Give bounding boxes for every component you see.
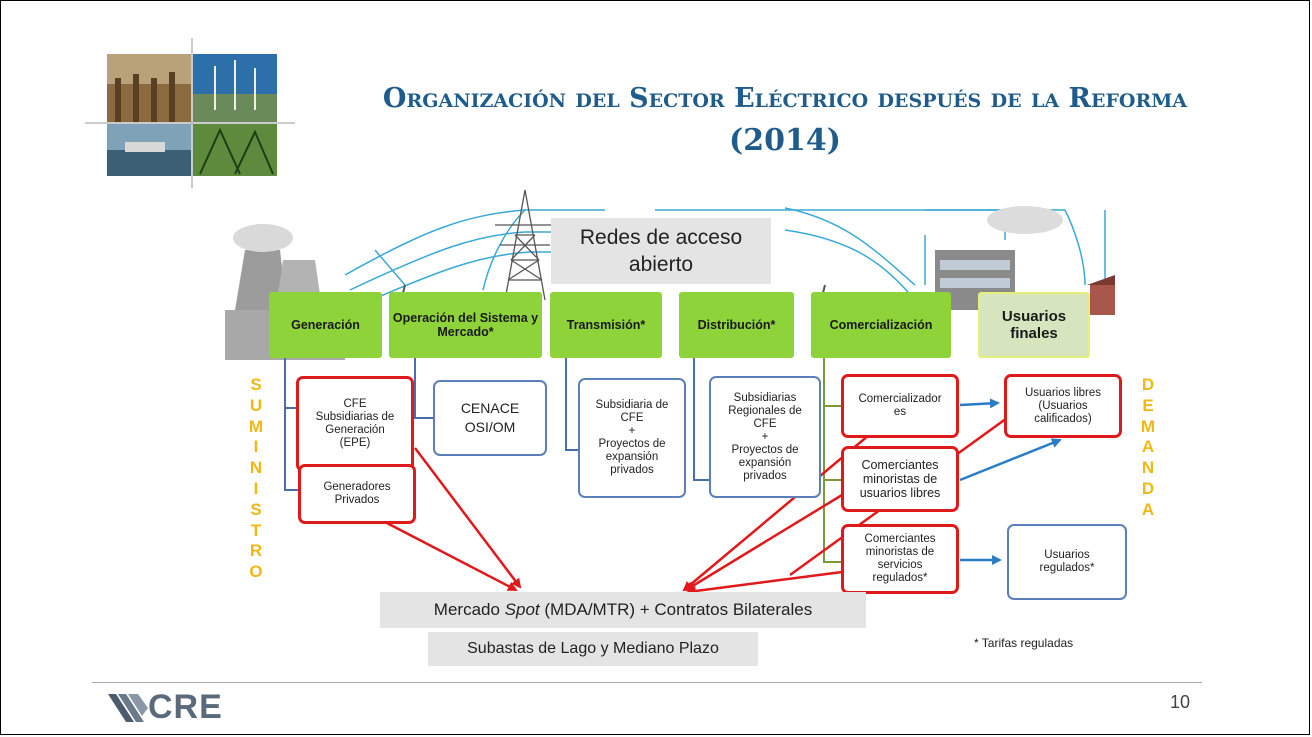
footnote: * Tarifas reguladas [974,636,1074,650]
photo-collage-icon [85,38,295,188]
page-number: 10 [1170,692,1191,712]
auctions-bar: Subastas de Lago y Mediano Plazo [428,632,758,666]
title-line-2: (2014) [729,123,841,158]
chain-label: Distribución* [697,318,776,332]
chain-operacion: Operación del Sistema y Mercado* [389,292,542,358]
chain-label: Generación [291,318,360,332]
spot-market-bar: Mercado Spot (MDA/MTR) + Contratos Bilat… [380,592,866,628]
chain-label: Usuarios finales [1001,308,1067,342]
chain-generacion: Generación [269,292,382,358]
chain-usuarios-finales: Usuarios finales [978,292,1090,358]
open-networks-label: Redes de acceso abierto [579,226,743,276]
chain-distribucion: Distribución* [679,292,794,358]
footer-divider [92,682,1202,683]
chain-label: Transmisión* [566,318,646,332]
title-line-1: Organización del Sector Eléctrico despué… [382,83,1188,114]
cre-logo-icon [108,694,148,722]
chain-label: Operación del Sistema y Mercado* [392,311,539,339]
spot-market-label: Mercado Spot (MDA/MTR) + Contratos Bilat… [433,600,813,619]
chain-label: Comercialización [829,318,933,332]
chain-comercializacion: Comercialización [811,292,951,358]
auctions-label: Subastas de Lago y Mediano Plazo [467,640,719,657]
chain-transmision: Transmisión* [550,292,662,358]
logo-text: CRE [148,688,223,726]
open-networks-banner: Redes de acceso abierto [551,218,771,284]
page-title: Organización del Sector Eléctrico despué… [320,78,1250,162]
